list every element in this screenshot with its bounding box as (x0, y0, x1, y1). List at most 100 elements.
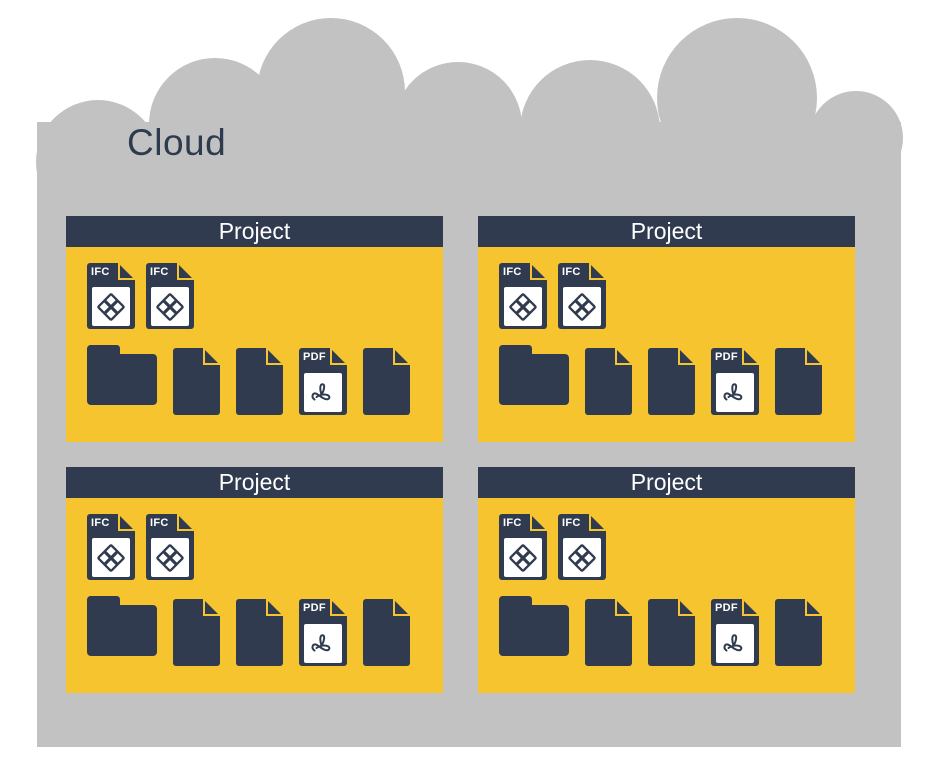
ifc-file-icon: IFC (146, 514, 194, 580)
ifc-file-label: IFC (503, 517, 522, 529)
pdf-logo-panel (304, 624, 342, 663)
ifc-logo-icon (508, 292, 538, 321)
project-card-body: IFC IFC (66, 498, 443, 666)
fold-flap-icon (617, 601, 630, 614)
pdf-file-label: PDF (715, 602, 738, 614)
ifc-file-icon: IFC (499, 514, 547, 580)
documents-row: PDF (87, 345, 443, 415)
ifc-files-row: IFC IFC (87, 514, 443, 580)
fold-flap-icon (332, 601, 345, 614)
acrobat-icon (311, 633, 331, 651)
ifc-logo-icon (567, 543, 597, 572)
ifc-logo-panel (151, 287, 189, 326)
fold-flap-icon (395, 601, 408, 614)
ifc-logo-panel (504, 287, 542, 326)
fold-flap-icon (807, 601, 820, 614)
fold-flap-icon (268, 601, 281, 614)
ifc-file-icon: IFC (87, 263, 135, 329)
pdf-file-icon: PDF (299, 348, 347, 415)
fold-flap-icon (120, 265, 133, 278)
document-icon (236, 348, 283, 415)
fold-flap-icon (532, 265, 545, 278)
ifc-file-icon: IFC (558, 514, 606, 580)
fold-flap-icon (591, 516, 604, 529)
project-title: Project (218, 469, 291, 495)
pdf-file-label: PDF (303, 602, 326, 614)
document-icon (648, 599, 695, 666)
documents-row: PDF (87, 596, 443, 666)
project-card-body: IFC IFC (478, 498, 855, 666)
documents-row: PDF (499, 345, 855, 415)
fold-flap-icon (205, 350, 218, 363)
document-icon (585, 599, 632, 666)
folder-icon (87, 596, 157, 656)
pdf-logo-panel (716, 373, 754, 412)
document-icon (236, 599, 283, 666)
project-title: Project (630, 469, 703, 495)
project-card-header: Project (478, 216, 855, 247)
ifc-logo-icon (155, 292, 185, 321)
pdf-file-icon: PDF (299, 599, 347, 666)
ifc-file-label: IFC (91, 266, 110, 278)
ifc-file-label: IFC (150, 266, 169, 278)
document-icon (363, 348, 410, 415)
ifc-file-icon: IFC (87, 514, 135, 580)
ifc-files-row: IFC IFC (499, 514, 855, 580)
fold-flap-icon (532, 516, 545, 529)
ifc-logo-icon (508, 543, 538, 572)
project-card-header: Project (478, 467, 855, 498)
document-icon (585, 348, 632, 415)
ifc-file-icon: IFC (558, 263, 606, 329)
ifc-file-icon: IFC (499, 263, 547, 329)
ifc-logo-panel (92, 287, 130, 326)
project-title: Project (218, 218, 291, 244)
fold-flap-icon (268, 350, 281, 363)
document-icon (648, 348, 695, 415)
project-card-header: Project (66, 216, 443, 247)
document-icon (775, 348, 822, 415)
project-card-body: IFC IFC (478, 247, 855, 415)
fold-flap-icon (591, 265, 604, 278)
document-icon (363, 599, 410, 666)
fold-flap-icon (120, 516, 133, 529)
pdf-logo-panel (304, 373, 342, 412)
fold-flap-icon (205, 601, 218, 614)
ifc-file-icon: IFC (146, 263, 194, 329)
ifc-file-label: IFC (562, 517, 581, 529)
ifc-logo-icon (155, 543, 185, 572)
project-title: Project (630, 218, 703, 244)
document-icon (173, 348, 220, 415)
fold-flap-icon (617, 350, 630, 363)
ifc-logo-icon (96, 543, 126, 572)
fold-flap-icon (680, 601, 693, 614)
ifc-logo-panel (92, 538, 130, 577)
fold-flap-icon (744, 601, 757, 614)
project-card: Project IFC IFC (66, 467, 443, 693)
pdf-file-icon: PDF (711, 348, 759, 415)
ifc-logo-icon (567, 292, 597, 321)
acrobat-icon (311, 382, 331, 400)
pdf-file-label: PDF (715, 351, 738, 363)
ifc-logo-panel (504, 538, 542, 577)
ifc-file-label: IFC (562, 266, 581, 278)
acrobat-icon (723, 633, 743, 651)
project-card-body: IFC IFC (66, 247, 443, 415)
document-icon (173, 599, 220, 666)
folder-icon (87, 345, 157, 405)
fold-flap-icon (179, 265, 192, 278)
fold-flap-icon (179, 516, 192, 529)
fold-flap-icon (680, 350, 693, 363)
fold-flap-icon (744, 350, 757, 363)
fold-flap-icon (807, 350, 820, 363)
fold-flap-icon (332, 350, 345, 363)
cloud-label: Cloud (127, 122, 227, 163)
folder-icon (499, 345, 569, 405)
documents-row: PDF (499, 596, 855, 666)
project-card: Project IFC IFC (478, 467, 855, 693)
project-card: Project IFC IFC (478, 216, 855, 442)
document-icon (775, 599, 822, 666)
pdf-file-icon: PDF (711, 599, 759, 666)
project-card-header: Project (66, 467, 443, 498)
ifc-logo-panel (151, 538, 189, 577)
